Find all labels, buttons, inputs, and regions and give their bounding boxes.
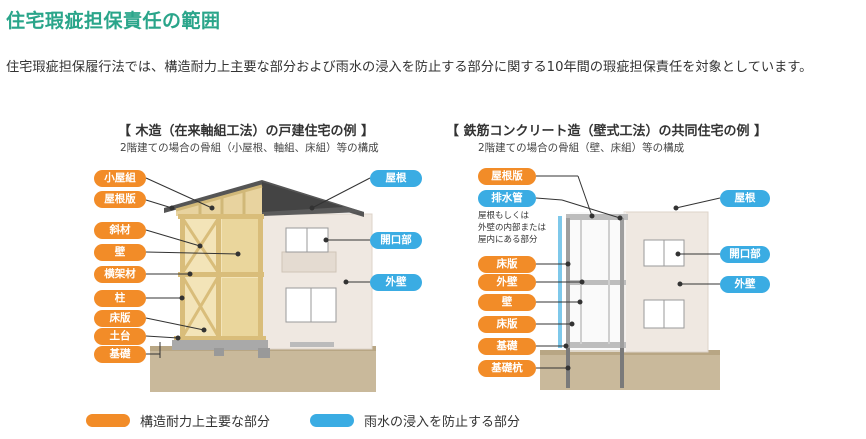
- legend-rainwater-swatch: [310, 414, 354, 427]
- rc-label-yukaban-lower: 床版: [478, 316, 536, 333]
- wood-label-koyagumi: 小屋組: [94, 170, 146, 187]
- wood-label-dodai: 土台: [94, 328, 146, 345]
- rc-label-gaiheki: 外壁: [478, 274, 536, 291]
- wood-label-okakezai: 横架材: [94, 266, 146, 283]
- wood-section-title: 【 木造（在来軸組工法）の戸建住宅の例 】: [118, 124, 375, 139]
- wood-label-yukaban: 床版: [94, 310, 146, 327]
- wood-house-illustration: [145, 177, 376, 392]
- rc-label-yane: 屋根: [720, 190, 770, 207]
- rc-label-yukaban-upper: 床版: [478, 256, 536, 273]
- wood-label-kaikoubu: 開口部: [370, 232, 422, 249]
- wood-label-yaneban: 屋根版: [94, 191, 146, 208]
- wood-label-yane: 屋根: [370, 170, 422, 187]
- rc-section-title: 【 鉄筋コンクリート造（壁式工法）の共同住宅の例 】: [446, 124, 768, 139]
- wood-label-kabe: 壁: [94, 244, 146, 261]
- rc-label-yaneban: 屋根版: [478, 168, 536, 185]
- wood-label-gaiheki: 外壁: [370, 274, 422, 291]
- rc-label-haisuikan: 排水管: [478, 190, 536, 207]
- rc-house-illustration: [535, 175, 721, 390]
- rc-label-kiso: 基礎: [478, 338, 536, 355]
- legend-structural-swatch: [86, 414, 130, 427]
- wood-label-hashira: 柱: [94, 290, 146, 307]
- rc-label-kaikoubu: 開口部: [720, 246, 770, 263]
- legend-rainwater: 雨水の浸入を防止する部分: [310, 411, 520, 430]
- intro-text: 住宅瑕疵担保履行法では、構造耐力上主要な部分および雨水の浸入を防止する部分に関す…: [6, 60, 813, 75]
- wood-section-subtitle: 2階建ての場合の骨組（小屋根、軸組、床組）等の構成: [120, 142, 379, 154]
- wood-label-kiso: 基礎: [94, 346, 146, 363]
- rc-drainpipe-note: 屋根もしくは 外壁の内部または 屋内にある部分: [478, 211, 547, 245]
- legend-structural-text: 構造耐力上主要な部分: [140, 415, 271, 430]
- wood-label-shazai: 斜材: [94, 222, 146, 239]
- legend-structural: 構造耐力上主要な部分: [86, 411, 270, 430]
- rc-label-gaiheki-rain: 外壁: [720, 276, 770, 293]
- page-title: 住宅瑕疵担保責任の範囲: [6, 10, 221, 32]
- rc-label-kisokui: 基礎杭: [478, 360, 536, 377]
- legend-rainwater-text: 雨水の浸入を防止する部分: [364, 415, 521, 430]
- rc-section-subtitle: 2階建ての場合の骨組（壁、床組）等の構成: [478, 142, 685, 154]
- rc-label-kabe: 壁: [478, 294, 536, 311]
